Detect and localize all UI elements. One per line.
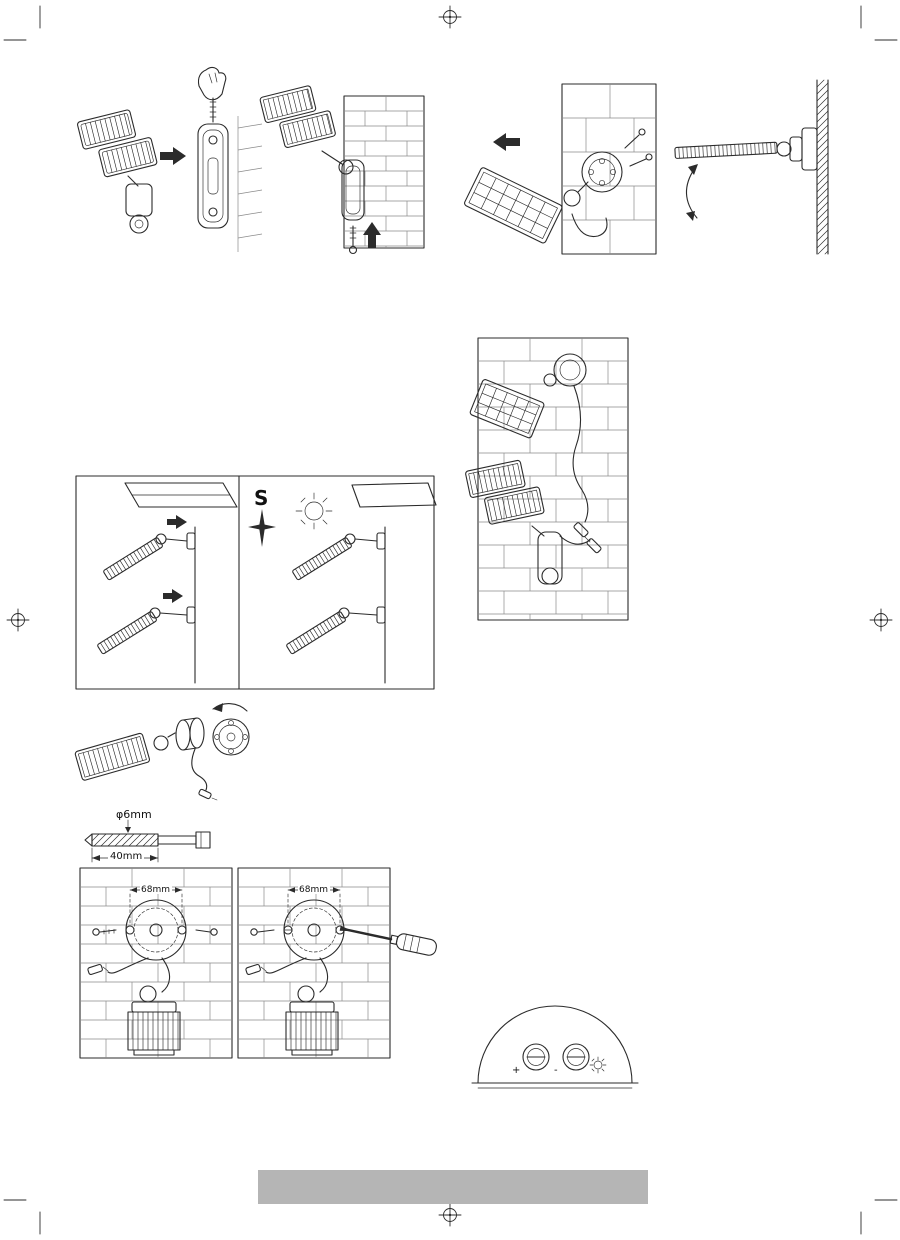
brick-wall	[237, 867, 391, 1059]
wall-bracket	[197, 123, 229, 229]
cable-connectors	[573, 522, 602, 554]
footer-bar	[258, 1170, 648, 1204]
fig-step3-panel-bracket	[460, 72, 668, 267]
arrow-right-icon	[163, 589, 183, 603]
cable	[319, 957, 329, 993]
ball-joint	[563, 181, 589, 207]
solar-panel-side	[674, 141, 778, 159]
floodlight	[77, 109, 158, 234]
panel-assembly	[103, 515, 196, 581]
brick-wall	[477, 337, 629, 621]
wall-bracket	[341, 159, 365, 221]
hole-spacing-dimension: 68mm	[129, 882, 183, 925]
solar-panel	[464, 167, 563, 244]
round-bracket	[581, 151, 623, 193]
orientation-left	[97, 482, 238, 684]
sun-icon	[295, 492, 333, 530]
sun-icon	[589, 1056, 607, 1074]
panel-assembly	[292, 532, 386, 581]
floodlight	[259, 85, 354, 175]
hand-screw-icon	[197, 66, 227, 123]
floodlight-bottom	[127, 985, 181, 1056]
orientation-right: S	[248, 482, 437, 684]
cable	[107, 957, 149, 974]
minus-label: -	[554, 1065, 558, 1076]
cable-plug-icon	[198, 788, 218, 801]
screw-icon	[92, 928, 218, 936]
arrow-right-icon	[160, 147, 186, 165]
panel-assembly	[97, 589, 196, 655]
knob-left	[522, 1043, 550, 1071]
cable-plug-icon	[87, 963, 109, 975]
registration-mark	[869, 608, 893, 632]
fig-step5-connect-cable	[465, 330, 638, 630]
hole-spacing-label: 68mm	[141, 885, 170, 895]
cable-lower	[559, 535, 591, 545]
solar-panel	[469, 379, 545, 439]
drill-diameter-label: φ6mm	[116, 808, 152, 821]
mount-cup	[153, 717, 205, 751]
fig-adjustment-knobs: + -	[462, 993, 647, 1097]
floodlight-bottom	[285, 985, 339, 1056]
plus-label: +	[512, 1065, 520, 1076]
rotate-arrow-icon	[212, 703, 248, 712]
cable-plug-icon	[245, 963, 267, 975]
floodlight	[465, 459, 591, 585]
screw-icon	[250, 928, 275, 936]
fig-step1-attach-bracket	[77, 66, 263, 261]
fig-panel-orientation: S	[75, 475, 437, 690]
hole-spacing-dimension: 68mm	[287, 882, 341, 925]
mount-base	[776, 127, 818, 171]
cable	[161, 957, 171, 993]
screw-icon	[624, 128, 653, 167]
knob-right	[562, 1043, 590, 1071]
panel-assembly	[286, 606, 386, 655]
arrow-up-icon	[363, 222, 381, 248]
fig-drill-size: φ6mm 40mm	[80, 806, 235, 872]
fig-wall-mount-left: 68mm	[78, 866, 236, 1060]
brick-wall	[343, 95, 425, 249]
registration-mark	[438, 5, 462, 29]
fig-step2-fix-light	[259, 66, 432, 261]
screwdriver-icon	[339, 925, 437, 956]
registration-mark	[438, 1203, 462, 1227]
rotate-arrow-icon	[685, 164, 698, 221]
wall-corner	[237, 116, 263, 252]
cable	[191, 748, 208, 791]
compass-south-label: S	[254, 486, 268, 510]
arrow-left-icon	[493, 133, 520, 151]
brick-wall	[79, 867, 233, 1059]
cable	[571, 213, 608, 238]
drill-depth-dimension: 40mm	[91, 847, 159, 863]
registration-mark	[6, 608, 30, 632]
cable-upper	[572, 385, 589, 523]
cable	[265, 957, 307, 974]
mounting-plate	[283, 899, 345, 961]
compass-star-icon	[248, 509, 276, 547]
fig-wall-mount-screwdriver: 68mm	[236, 866, 448, 1060]
hole-spacing-label: 68mm	[299, 885, 328, 895]
mount-ring	[212, 718, 250, 756]
mounting-plate	[125, 899, 187, 961]
fig-twist-lock-head	[74, 693, 280, 805]
round-bracket	[553, 353, 587, 387]
wall-section	[816, 79, 829, 255]
fig-step4-adjust-panel-angle	[665, 72, 870, 267]
arrow-right-icon	[167, 515, 187, 529]
ball-joint	[543, 373, 557, 387]
drill-bit	[84, 831, 211, 849]
screw-icon	[348, 225, 358, 255]
drill-depth-label: 40mm	[110, 851, 142, 862]
floodlight-head	[74, 732, 151, 781]
tile-wall	[561, 83, 657, 255]
